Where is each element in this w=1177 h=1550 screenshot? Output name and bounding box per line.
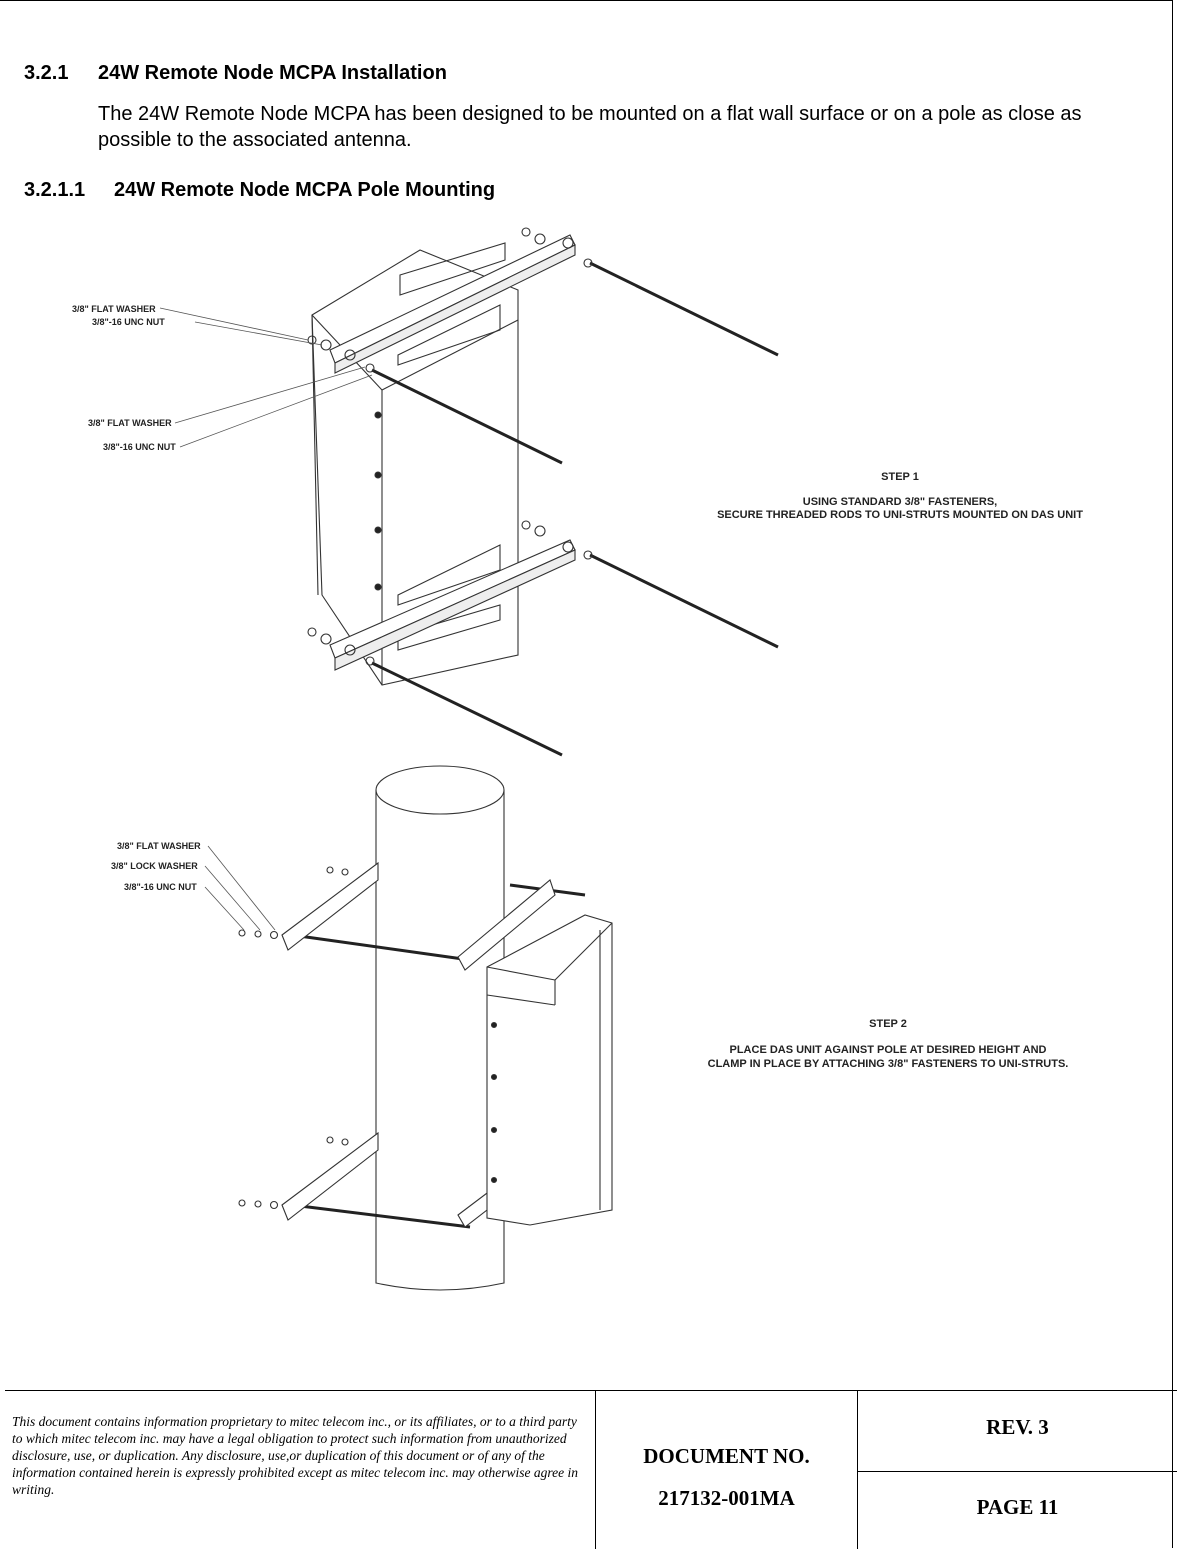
installation-drawing: 3/8" FLAT WASHER 3/8"-16 UNC NUT 3/8" FL… [72,227,1083,1291]
label-unc-nut-1: 3/8"-16 UNC NUT [92,317,165,327]
subsection-title: 24W Remote Node MCPA Pole Mounting [114,179,496,201]
section-body: The 24W Remote Node MCPA has been design… [98,103,1082,151]
document-number: 217132-001MA [658,1486,795,1510]
step1-line2: SECURE THREADED RODS TO UNI-STRUTS MOUNT… [717,509,1083,521]
footer-divider [857,1391,858,1549]
page-number: PAGE 11 [976,1495,1059,1519]
step2-line2: CLAMP IN PLACE BY ATTACHING 3/8" FASTENE… [708,1058,1069,1070]
subsection-number: 3.2.1.1 [24,179,86,201]
fasteners-step2 [238,866,349,1210]
label-unc-nut-2: 3/8"-16 UNC NUT [103,442,176,452]
label-flat-washer-1: 3/8" FLAT WASHER [72,304,156,314]
label-lock-washer: 3/8" LOCK WASHER [111,861,198,871]
step2-line1: PLACE DAS UNIT AGAINST POLE AT DESIRED H… [730,1044,1047,1056]
leaders-step1 [159,307,373,448]
subsection-heading: 3.2.1.1 24W Remote Node MCPA Pole Mountin… [24,179,495,202]
label-unc-nut-3: 3/8"-16 UNC NUT [124,882,197,892]
document-number-block: DOCUMENT NO. 217132-001MA [596,1441,857,1525]
uni-struts-left [281,861,379,1221]
label-flat-washer-2: 3/8" FLAT WASHER [88,418,172,428]
step2-title: STEP 2 [869,1018,907,1030]
threaded-rods-step1 [371,261,779,757]
step1-line1: USING STANDARD 3/8" FASTENERS, [803,496,997,508]
page-footer: This document contains information propr… [5,1390,1177,1549]
uni-strut-bottom [329,539,576,671]
section-number: 3.2.1 [24,62,69,84]
das-unit-step2 [486,914,613,1226]
revision: REV. 3 [986,1415,1049,1439]
footer-divider [595,1391,596,1549]
section-title: 24W Remote Node MCPA Installation [98,62,447,84]
leaders-step2 [204,845,276,931]
footer-divider [858,1471,1177,1472]
pole [375,765,505,1291]
document-number-label: DOCUMENT NO. [643,1444,810,1468]
step1-title: STEP 1 [881,471,919,483]
proprietary-notice: This document contains information propr… [12,1414,578,1497]
label-flat-washer-3: 3/8" FLAT WASHER [117,841,201,851]
uni-strut-top [329,234,576,374]
section-heading: 3.2.1 24W Remote Node MCPA Installation [24,62,447,85]
